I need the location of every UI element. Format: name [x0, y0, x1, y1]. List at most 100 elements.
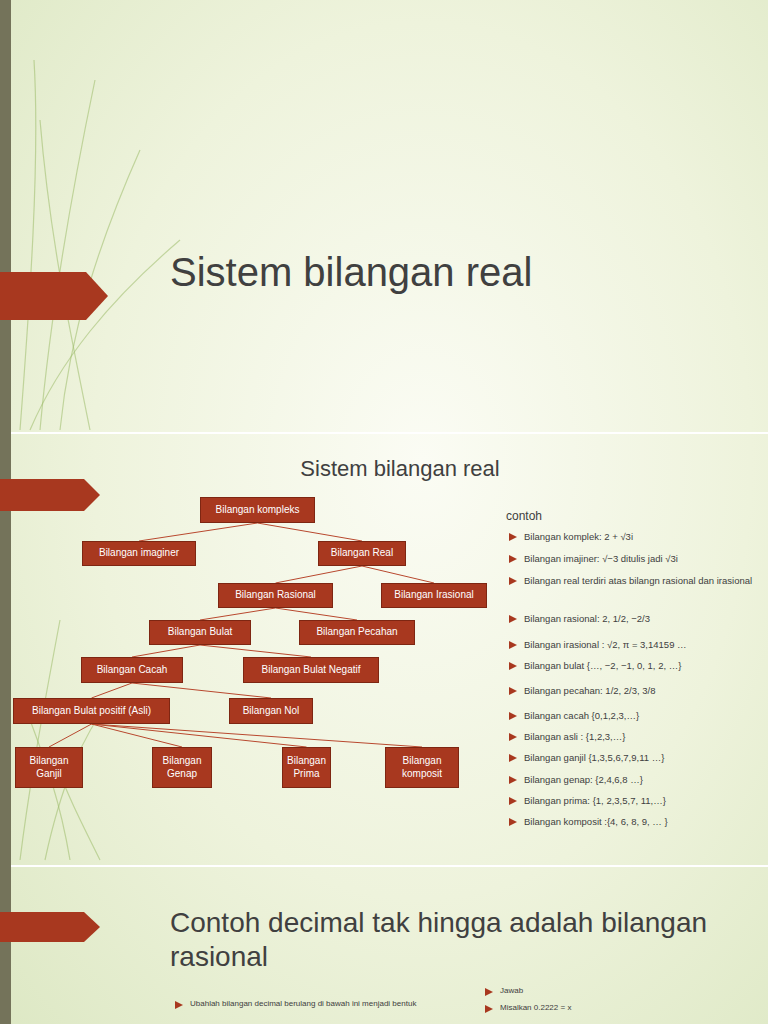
list-item: Bilangan cacah {0,1,2,3,…}	[524, 710, 760, 721]
list-item: Bilangan asli : {1,2,3,…}	[524, 731, 760, 742]
box-label: Bilangan Pecahan	[316, 626, 397, 639]
tree-connector	[276, 608, 358, 620]
bullet-arrow	[509, 687, 517, 695]
side-strip	[0, 0, 11, 1024]
label-text: Bilangan cacah {0,1,2,3,…}	[524, 710, 639, 721]
box-label: Bilangan kompleks	[216, 504, 300, 517]
list-item: Bilangan rasional: 2, 1/2, −2/3	[524, 613, 760, 624]
tree-connector	[92, 724, 307, 747]
tree-connector	[362, 566, 434, 583]
category-box: Bilangan Rasional	[218, 583, 333, 608]
label-text: Bilangan irasional : √2, π = 3,14159 …	[524, 639, 687, 650]
bullet-arrow	[175, 1001, 183, 1009]
category-box: Bilangan imaginer	[82, 541, 196, 566]
tree-connector	[276, 566, 363, 583]
list-item: Bilangan bulat {…, −2, −1, 0, 1, 2, …}	[524, 660, 760, 671]
box-label: Bilangan Real	[331, 547, 393, 560]
box-label: Bilangan komposit	[390, 755, 454, 780]
bullet-arrow	[509, 641, 517, 649]
label-text: Bilangan asli : {1,2,3,…}	[524, 731, 625, 742]
box-label: Bilangan Bulat positif (Asli)	[32, 705, 151, 718]
list-item: Ubahlah bilangan decimal berulang di baw…	[190, 999, 430, 1009]
title-chevron	[0, 912, 100, 942]
category-box: Bilangan komposit	[385, 747, 459, 788]
label-text: Bilangan genap: {2,4,6,8 …}	[524, 774, 643, 785]
tree-connector	[132, 645, 200, 657]
list-item: Bilangan komplek: 2 + √3i	[524, 531, 760, 542]
category-box: Bilangan Nol	[229, 698, 313, 724]
label-text: Bilangan rasional: 2, 1/2, −2/3	[524, 613, 650, 624]
bullet-arrow	[509, 555, 517, 563]
box-label: Bilangan Prima	[287, 755, 326, 780]
bullet-arrow	[509, 662, 517, 670]
label-text: Ubahlah bilangan decimal berulang di baw…	[190, 999, 416, 1008]
box-label: Bilangan Nol	[243, 705, 300, 718]
box-label: Bilangan Genap	[157, 755, 207, 780]
list-item: Bilangan prima: {1, 2,3,5,7, 11,…}	[524, 795, 760, 806]
bullet-arrow	[509, 818, 517, 826]
label-text: Bilangan komposit :{4, 6, 8, 9, … }	[524, 816, 668, 827]
bullet-arrow	[509, 797, 517, 805]
tree-connector	[92, 724, 423, 747]
box-label: Bilangan Ganjil	[20, 755, 78, 780]
list-item: Jawab	[500, 986, 700, 996]
label-text: Contoh decimal tak hingga adalah bilanga…	[170, 907, 707, 972]
bullet-arrow	[509, 754, 517, 762]
category-box: Bilangan Cacah	[81, 657, 183, 683]
list-item: Misalkan 0.2222 = x	[500, 1003, 700, 1013]
box-label: Bilangan imaginer	[99, 547, 179, 560]
label-text: Bilangan ganjil {1,3,5,6,7,9,11 …}	[524, 752, 664, 763]
category-box: Bilangan Bulat Negatif	[243, 657, 379, 683]
list-item: Bilangan real terdiri atas bilangn rasio…	[524, 575, 760, 586]
category-box: Bilangan Prima	[282, 747, 331, 788]
label-text: Misalkan 0.2222 = x	[500, 1003, 571, 1012]
list-item: Bilangan genap: {2,4,6,8 …}	[524, 774, 760, 785]
list-item: Bilangan ganjil {1,3,5,6,7,9,11 …}	[524, 752, 760, 763]
tree-connector	[49, 724, 92, 747]
bullet-arrow	[509, 533, 517, 541]
bullet-arrow	[509, 577, 517, 585]
tree-connector	[200, 645, 311, 657]
label-text: Bilangan pecahan: 1/2, 2/3, 3/8	[524, 685, 656, 696]
bullet-arrow	[509, 776, 517, 784]
label-text: Bilangan bulat {…, −2, −1, 0, 1, 2, …}	[524, 660, 681, 671]
list-heading: contoh	[506, 509, 606, 523]
bullet-arrow	[485, 1005, 493, 1013]
list-item: Bilangan komposit :{4, 6, 8, 9, … }	[524, 816, 760, 827]
slide-title: Sistem bilangan real	[170, 248, 532, 296]
label-text: Bilangan imajiner: √−3 ditulis jadi √3i	[524, 553, 678, 564]
slide-divider	[11, 432, 768, 434]
tree-connector	[132, 683, 271, 698]
slide-heading: Contoh decimal tak hingga adalah bilanga…	[170, 906, 710, 973]
bullet-arrow	[509, 712, 517, 720]
box-label: Bilangan Rasional	[235, 589, 316, 602]
category-box: Bilangan Bulat	[149, 620, 251, 645]
category-box: Bilangan Pecahan	[299, 620, 415, 645]
tree-connector	[92, 683, 133, 698]
box-label: Bilangan Bulat Negatif	[262, 664, 361, 677]
bullet-arrow	[485, 988, 493, 996]
list-item: Bilangan imajiner: √−3 ditulis jadi √3i	[524, 553, 760, 564]
tree-connector	[200, 608, 276, 620]
category-box: Bilangan Ganjil	[15, 747, 83, 788]
label-text: Sistem bilangan real	[300, 456, 499, 481]
label-text: contoh	[506, 509, 542, 523]
slide-divider	[11, 865, 768, 867]
category-box: Bilangan Genap	[152, 747, 212, 788]
title-chevron	[0, 479, 100, 511]
bullet-arrow	[509, 733, 517, 741]
label-text: Bilangan real terdiri atas bilangn rasio…	[524, 575, 752, 586]
category-box: Bilangan kompleks	[200, 497, 315, 523]
box-label: Bilangan Cacah	[97, 664, 168, 677]
label-text: Bilangan komplek: 2 + √3i	[524, 531, 633, 542]
label-text: Bilangan prima: {1, 2,3,5,7, 11,…}	[524, 795, 666, 806]
title-chevron	[0, 272, 108, 320]
bullet-arrow	[509, 615, 517, 623]
tree-connector	[258, 523, 363, 541]
list-item: Bilangan pecahan: 1/2, 2/3, 3/8	[524, 685, 760, 696]
label-text: Jawab	[500, 986, 523, 995]
tree-connector	[139, 523, 258, 541]
